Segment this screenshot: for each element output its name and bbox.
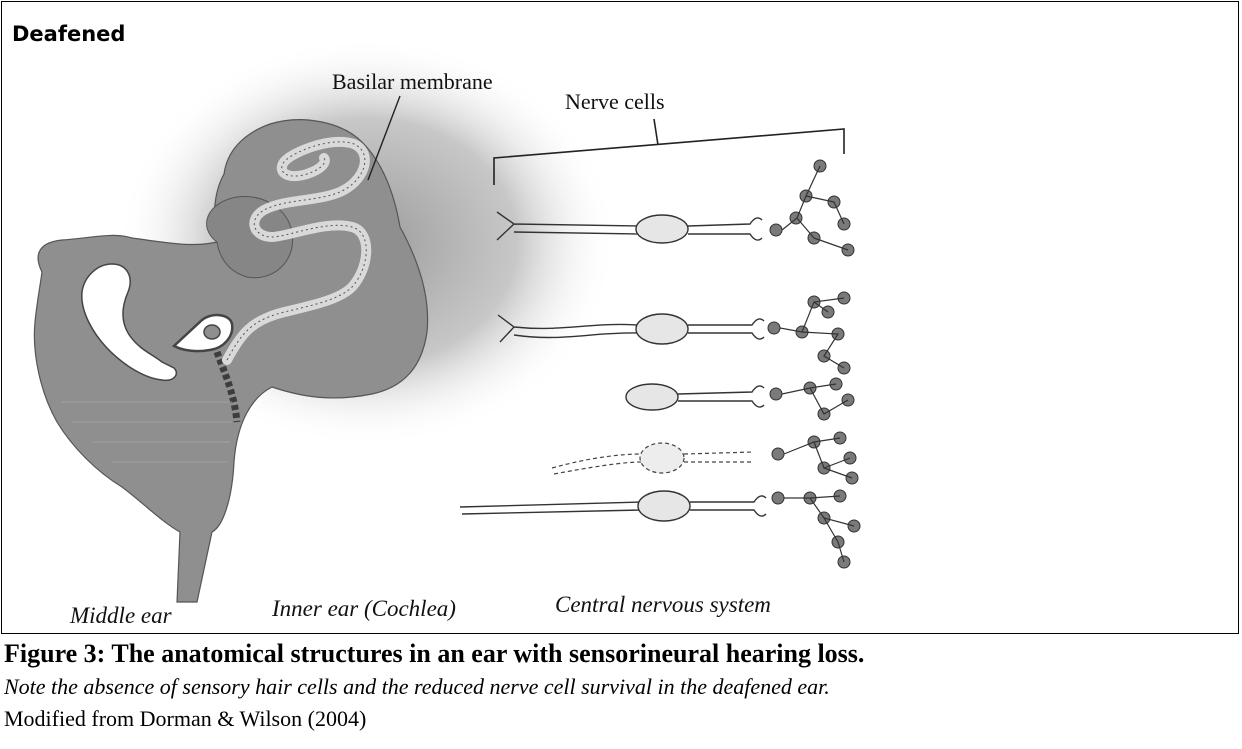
cns-terminals: [768, 160, 860, 568]
nerve-fiber-3: [626, 384, 764, 410]
nerve-fiber-5: [460, 491, 766, 521]
cns-label: Central nervous system: [555, 592, 771, 617]
figure-caption: Figure 3: The anatomical structures in a…: [4, 637, 1240, 735]
caption-note: Note the absence of sensory hair cells a…: [4, 671, 1240, 703]
ear-diagram: Basilar membrane Nerve cells: [2, 2, 1238, 633]
nerve-cells-label: Nerve cells: [565, 89, 665, 114]
ossicle-hole: [204, 325, 220, 339]
caption-source: Modified from Dorman & Wilson (2004): [4, 703, 1240, 735]
middle-ear-label: Middle ear: [69, 603, 173, 628]
figure-panel: Deafened B: [1, 1, 1239, 634]
caption-title: Figure 3: The anatomical structures in a…: [4, 637, 1240, 671]
inner-ear-label: Inner ear (Cochlea): [271, 596, 456, 621]
nerve-fiber-4: [552, 443, 754, 474]
basilar-membrane-label: Basilar membrane: [332, 69, 493, 94]
